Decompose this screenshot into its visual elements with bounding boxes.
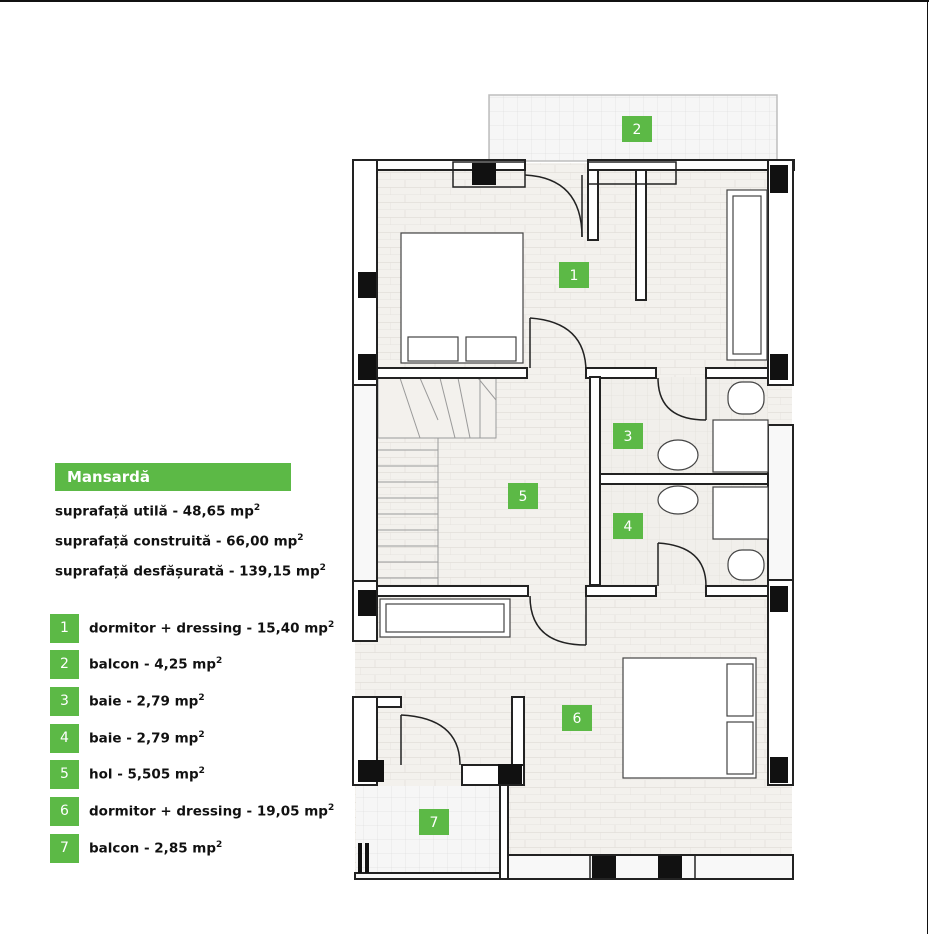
shower-3: [712, 419, 769, 473]
room-label: baie - 2,79 mp2: [89, 692, 205, 710]
legend-room-5: 5 hol - 5,505 mp2: [50, 759, 205, 789]
staircase: [377, 377, 497, 590]
window-frames: [452, 161, 696, 880]
room-label: baie - 2,79 mp2: [89, 729, 205, 747]
room-badge: 4: [50, 723, 79, 753]
door-swings: [400, 174, 707, 766]
legend-room-7: 7 balcon - 2,85 mp2: [50, 833, 223, 863]
room-tags: 2 1 3 5 4 6 7: [419, 116, 652, 835]
legend-room-1: 1 dormitor + dressing - 15,40 mp2: [50, 613, 335, 643]
toilet-3: [727, 381, 765, 415]
room-badge: 3: [50, 686, 79, 716]
legend-room-2: 2 balcon - 4,25 mp2: [50, 649, 223, 679]
room-badge: 7: [50, 833, 79, 863]
svg-text:7: 7: [430, 815, 439, 831]
legend-room-3: 3 baie - 2,79 mp2: [50, 686, 205, 716]
area-usable: suprafață utilă - 48,65 mp2: [55, 503, 261, 520]
svg-text:3: 3: [624, 429, 633, 445]
legend-room-4: 4 baie - 2,79 mp2: [50, 723, 205, 753]
svg-text:6: 6: [573, 711, 582, 727]
svg-text:4: 4: [624, 519, 633, 535]
area-developed: suprafață desfășurată - 139,15 mp2: [55, 563, 326, 580]
svg-text:5: 5: [519, 489, 528, 505]
legend-room-6: 6 dormitor + dressing - 19,05 mp2: [50, 796, 335, 826]
furniture: [379, 189, 769, 779]
room-badge: 1: [50, 613, 79, 643]
sink-3: [657, 439, 699, 471]
window-blocks: [358, 163, 788, 878]
room-badge: 2: [50, 649, 79, 679]
legend-title: Mansardă: [55, 463, 291, 491]
room-label: dormitor + dressing - 19,05 mp2: [89, 802, 335, 820]
room-badge: 5: [50, 759, 79, 789]
area-built: suprafață construită - 66,00 mp2: [55, 533, 304, 550]
room-label: balcon - 4,25 mp2: [89, 655, 223, 673]
room-label: balcon - 2,85 mp2: [89, 839, 223, 857]
room-badge: 6: [50, 796, 79, 826]
room-label: dormitor + dressing - 15,40 mp2: [89, 619, 335, 637]
frame-right-border: [927, 0, 928, 934]
sink-4: [657, 485, 699, 515]
svg-text:2: 2: [633, 122, 642, 138]
toilet-4: [727, 549, 765, 581]
svg-text:1: 1: [570, 268, 579, 284]
room-label: hol - 5,505 mp2: [89, 765, 205, 783]
frame-top-border: [0, 0, 929, 2]
shower-4: [712, 486, 769, 540]
